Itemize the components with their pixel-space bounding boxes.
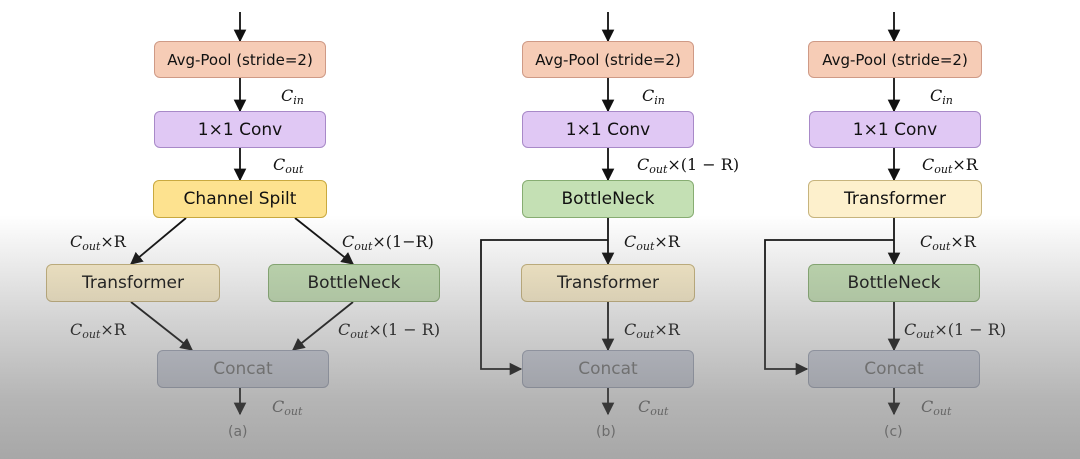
- b-block1-box: BottleNeck: [522, 180, 694, 218]
- a-edge-label-pool-conv: Cin: [281, 86, 304, 107]
- c-block2-box: BottleNeck: [808, 264, 980, 302]
- a-bottleneck-box: BottleNeck: [268, 264, 440, 302]
- b-conv-box: 1×1 Conv: [522, 111, 694, 148]
- a-channel-split-box: Channel Spilt: [153, 180, 327, 218]
- a-transformer-concat-arrow: [130, 301, 193, 351]
- b-avg-pool-box: Avg-Pool (stride=2): [522, 41, 694, 78]
- c-edge-label-conv-block1: Cout×R: [922, 155, 978, 176]
- a-caption: (a): [228, 424, 248, 440]
- c-edge-label-output: Cout: [921, 397, 952, 418]
- b-caption: (b): [596, 424, 616, 440]
- a-transformer-box: Transformer: [46, 264, 220, 302]
- b-edge-label-block1-block2: Cout×R: [624, 232, 680, 253]
- c-avg-pool-box: Avg-Pool (stride=2): [808, 41, 982, 78]
- c-block1-box: Transformer: [808, 180, 982, 218]
- b-edge-label-block2-concat: Cout×R: [624, 320, 680, 341]
- c-edge-label-block1-block2: Cout×R: [920, 232, 976, 253]
- a-edge-label-split-transformer: Cout×R: [70, 232, 126, 253]
- c-concat-box: Concat: [808, 350, 980, 388]
- a-edge-label-conv-split: Cout: [273, 155, 304, 176]
- a-concat-box: Concat: [157, 350, 329, 388]
- a-split-transformer-arrow: [130, 217, 187, 265]
- b-block2-box: Transformer: [521, 264, 695, 302]
- c-conv-box: 1×1 Conv: [809, 111, 981, 148]
- b-concat-box: Concat: [522, 350, 694, 388]
- a-edge-label-split-bottleneck: Cout×(1−R): [342, 232, 434, 253]
- a-avg-pool-box: Avg-Pool (stride=2): [154, 41, 326, 78]
- b-edge-label-pool-conv: Cin: [642, 86, 665, 107]
- c-caption: (c): [884, 424, 903, 440]
- a-edge-label-bottleneck-concat: Cout×(1 − R): [338, 320, 441, 341]
- b-edge-label-conv-block1: Cout×(1 − R): [637, 155, 740, 176]
- a-conv-box: 1×1 Conv: [154, 111, 326, 148]
- b-edge-label-output: Cout: [638, 397, 669, 418]
- c-edge-label-block2-concat: Cout×(1 − R): [904, 320, 1007, 341]
- a-edge-label-transformer-concat: Cout×R: [70, 320, 126, 341]
- c-edge-label-pool-conv: Cin: [930, 86, 953, 107]
- a-edge-label-output: Cout: [272, 397, 303, 418]
